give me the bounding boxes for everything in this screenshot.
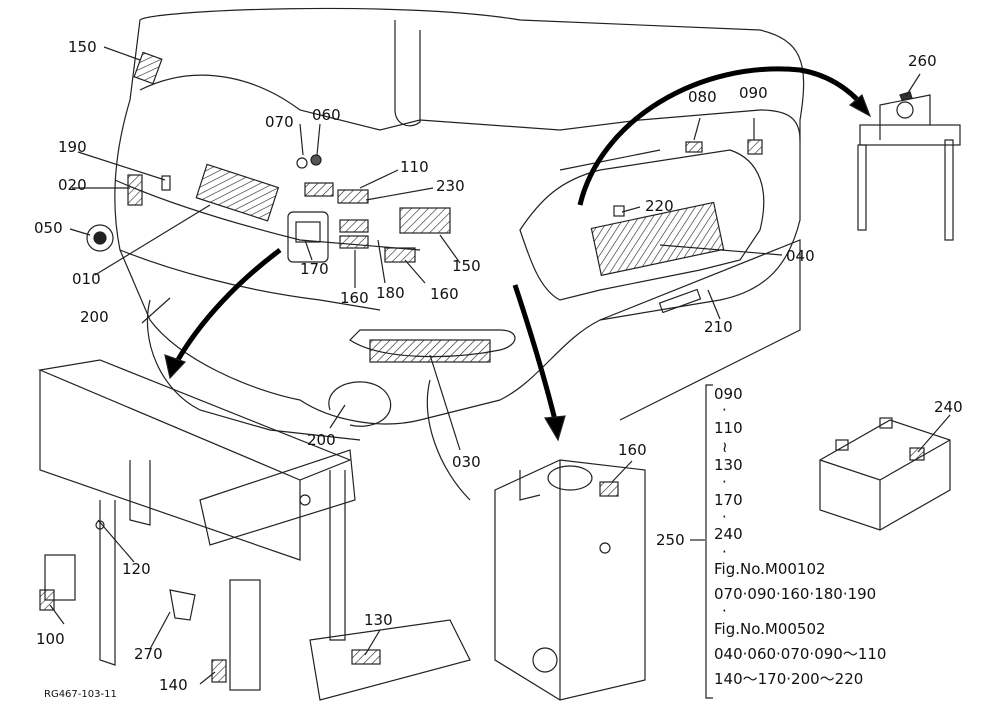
callout-160: 160: [340, 289, 369, 307]
decal-160b: [339, 235, 369, 249]
decal-040: [590, 201, 725, 277]
callout-200: 200: [307, 431, 336, 449]
decal-150-top: [133, 51, 163, 85]
callout-100: 100: [36, 630, 65, 648]
decal-150-mid: [399, 207, 451, 234]
callout-190: 190: [58, 138, 87, 156]
callout-060: 060: [312, 106, 341, 124]
callout-160: 160: [430, 285, 459, 303]
decal-030: [369, 339, 491, 363]
callout-250: 250: [656, 531, 685, 549]
radiator-drawing: [857, 91, 961, 241]
note-line-7: 070·090·160·180·190: [714, 585, 877, 603]
note-line-3: 130: [714, 456, 743, 474]
fuel-tank-drawing: [494, 459, 646, 701]
machine-body-outline: [114, 7, 805, 425]
note-line-2: 110: [714, 419, 743, 437]
callout-080: 080: [688, 88, 717, 106]
callout-210: 210: [704, 318, 733, 336]
figure-code: RG467-103-11: [44, 689, 117, 700]
callout-150: 150: [68, 38, 97, 56]
callout-120: 120: [122, 560, 151, 578]
decal-230b: [337, 189, 369, 204]
callout-270: 270: [134, 645, 163, 663]
callout-020: 020: [58, 176, 87, 194]
note-line-4: 170: [714, 491, 743, 509]
callout-240: 240: [934, 398, 963, 416]
note-line-9: 040·060·070·090～110: [714, 645, 887, 663]
callout-130: 130: [364, 611, 393, 629]
callout-050: 050: [34, 219, 63, 237]
callout-030: 030: [452, 453, 481, 471]
decal-230a: [304, 182, 334, 197]
decal-160a: [339, 219, 369, 233]
note-dot-3: ·: [722, 508, 727, 526]
callout-070: 070: [265, 113, 294, 131]
frame-drawing: [37, 359, 471, 701]
callout-220: 220: [645, 197, 674, 215]
callout-260: 260: [908, 52, 937, 70]
note-line-6: Fig.No.M00102: [714, 560, 826, 578]
callout-140: 140: [159, 676, 188, 694]
note-line-1: 090: [714, 385, 743, 403]
note-dot-1: ·: [722, 401, 727, 419]
callout-180: 180: [376, 284, 405, 302]
callout-170: 170: [300, 260, 329, 278]
callout-110: 110: [400, 158, 429, 176]
arrow-tank: [512, 284, 558, 421]
decal-080: [685, 141, 703, 153]
note-tilde: ≀: [722, 438, 728, 456]
decal-160c: [384, 247, 416, 263]
callout-010: 010: [72, 270, 101, 288]
decal-050: [86, 224, 114, 252]
note-line-10: 140～170·200～220: [714, 670, 864, 688]
callout-090: 090: [739, 84, 768, 102]
decal-010: [195, 163, 280, 222]
callout-150: 150: [452, 257, 481, 275]
callout-160: 160: [618, 441, 647, 459]
decal-090: [747, 139, 763, 155]
decal-020: [127, 174, 143, 206]
arrow-frame: [172, 248, 282, 367]
note-dot-4: ·: [722, 543, 727, 561]
arrow-radiator: [577, 66, 867, 206]
note-dot-2: ·: [722, 473, 727, 491]
callout-230: 230: [436, 177, 465, 195]
callout-040: 040: [786, 247, 815, 265]
note-dot-5: ·: [722, 602, 727, 620]
callout-200: 200: [80, 308, 109, 326]
note-line-8: Fig.No.M00502: [714, 620, 826, 638]
note-line-5: 240: [714, 525, 743, 543]
battery-drawing: [819, 417, 951, 531]
